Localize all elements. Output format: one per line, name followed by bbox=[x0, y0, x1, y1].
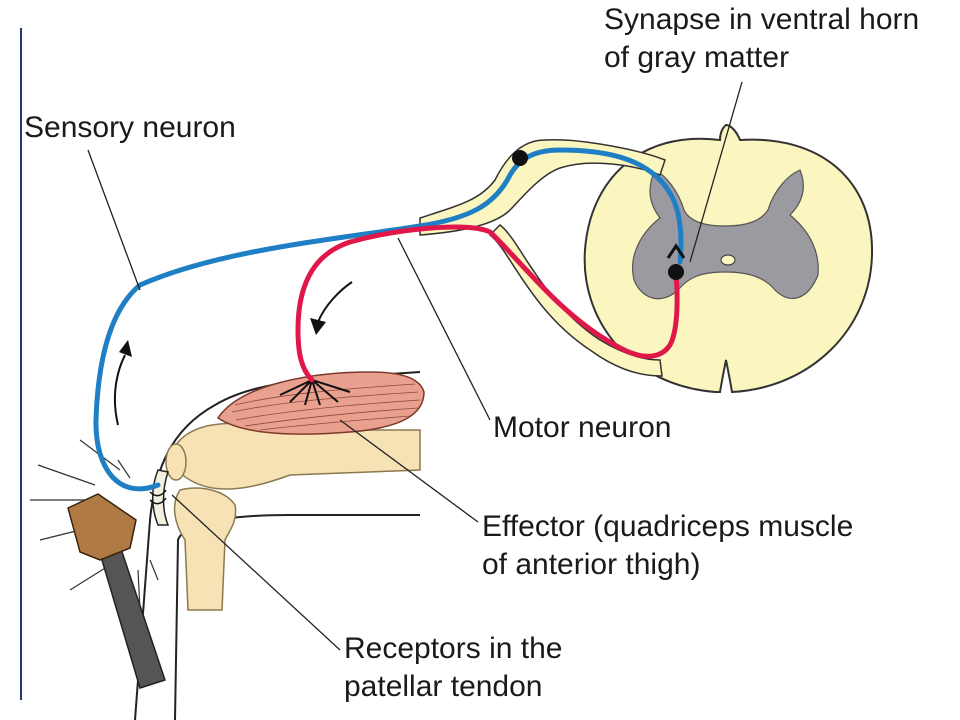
direction-arrow-motor bbox=[310, 281, 353, 335]
motor-neuron-path bbox=[295, 224, 680, 383]
hammer-handle bbox=[94, 539, 166, 689]
sensory-cell-body bbox=[512, 150, 528, 166]
synapse-label-line1: Synapse in ventral horn bbox=[604, 3, 920, 36]
receptors-label-line2: patellar tendon bbox=[344, 670, 543, 703]
sensory-neuron-path bbox=[93, 147, 684, 492]
frame-rule bbox=[20, 28, 22, 700]
patella-bone bbox=[165, 443, 187, 481]
motor-neuron-label: Motor neuron bbox=[493, 411, 672, 444]
direction-arrow-sensory bbox=[113, 340, 132, 426]
central-canal bbox=[720, 254, 736, 266]
sensory-neuron-label: Sensory neuron bbox=[24, 111, 236, 144]
leader-lines bbox=[87, 81, 743, 651]
impact-lines bbox=[30, 439, 159, 611]
synapse-label-line2: of gray matter bbox=[604, 41, 790, 74]
patellar-tendon bbox=[152, 469, 170, 526]
tendon-receptors bbox=[149, 489, 167, 505]
synapse-chevron bbox=[666, 243, 686, 259]
receptors-label-line1: Receptors in the bbox=[344, 632, 563, 665]
quadriceps-muscle bbox=[216, 371, 425, 435]
synapse-dot bbox=[668, 264, 684, 280]
tibia-bone bbox=[173, 487, 237, 611]
effector-label-line1: Effector (quadriceps muscle bbox=[482, 510, 854, 543]
hammer-head-side bbox=[79, 519, 137, 561]
motor-endplates bbox=[279, 379, 351, 406]
dorsal-root-sheath bbox=[419, 139, 666, 236]
effector-label-line2: of anterior thigh) bbox=[482, 548, 701, 581]
